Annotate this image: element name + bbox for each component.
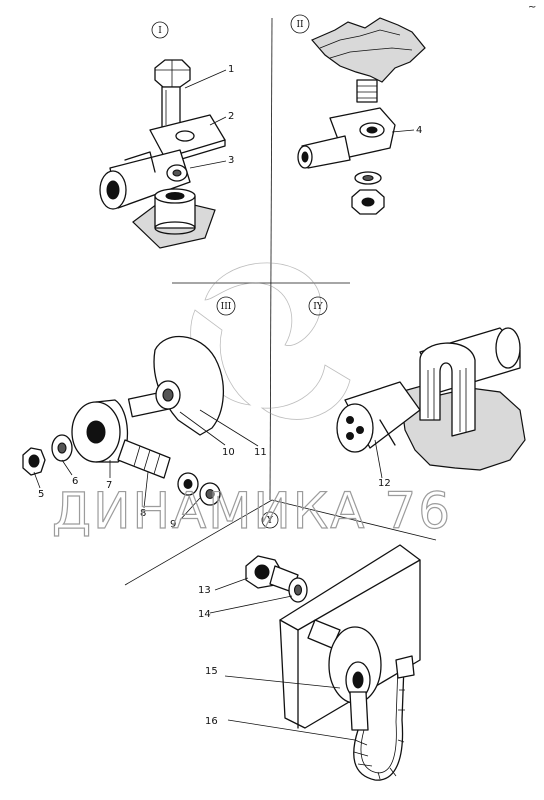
callout-7: 7 xyxy=(106,480,112,491)
callout-10: 10 xyxy=(222,447,235,458)
view-label-ii: II xyxy=(296,20,304,30)
corner-mark: ~ xyxy=(528,2,536,13)
view-iy-assembly xyxy=(336,327,526,471)
callout-15: 15 xyxy=(205,666,218,677)
callout-1: 1 xyxy=(228,64,234,75)
view-label-y: Y xyxy=(266,516,274,526)
watermark-text: ДИНАМИКА 76 xyxy=(52,482,452,540)
callout-14: 14 xyxy=(198,609,211,620)
callout-6: 6 xyxy=(72,476,78,487)
view-label-i: I xyxy=(158,26,162,36)
callout-13: 13 xyxy=(198,585,211,596)
view-label-iii: III xyxy=(221,302,232,312)
view-markers: I II III IY Y xyxy=(151,14,328,529)
leader-lines xyxy=(33,69,415,741)
view-y-assembly xyxy=(245,544,421,781)
callout-2: 2 xyxy=(228,111,234,122)
view-marker-circle xyxy=(261,511,279,529)
view-marker-circle xyxy=(290,14,310,34)
callout-9: 9 xyxy=(170,519,176,530)
callout-3: 3 xyxy=(228,155,234,166)
callout-12: 12 xyxy=(378,478,391,489)
view-iii-assembly xyxy=(22,336,225,506)
view-i-assembly xyxy=(99,59,226,249)
view-marker-circle xyxy=(308,296,328,316)
callout-11: 11 xyxy=(254,447,267,458)
callout-8: 8 xyxy=(140,508,146,519)
callout-numbers: 1 2 3 4 5 6 7 8 9 10 11 12 13 14 15 16 xyxy=(38,64,422,727)
view-marker-circle xyxy=(216,296,236,316)
callout-5: 5 xyxy=(38,489,44,500)
callout-16: 16 xyxy=(205,716,218,727)
section-dividers xyxy=(124,17,437,586)
callout-4: 4 xyxy=(416,125,422,136)
view-marker-circle xyxy=(151,21,169,39)
view-label-iy: IY xyxy=(313,302,324,312)
view-ii-assembly xyxy=(297,17,426,215)
